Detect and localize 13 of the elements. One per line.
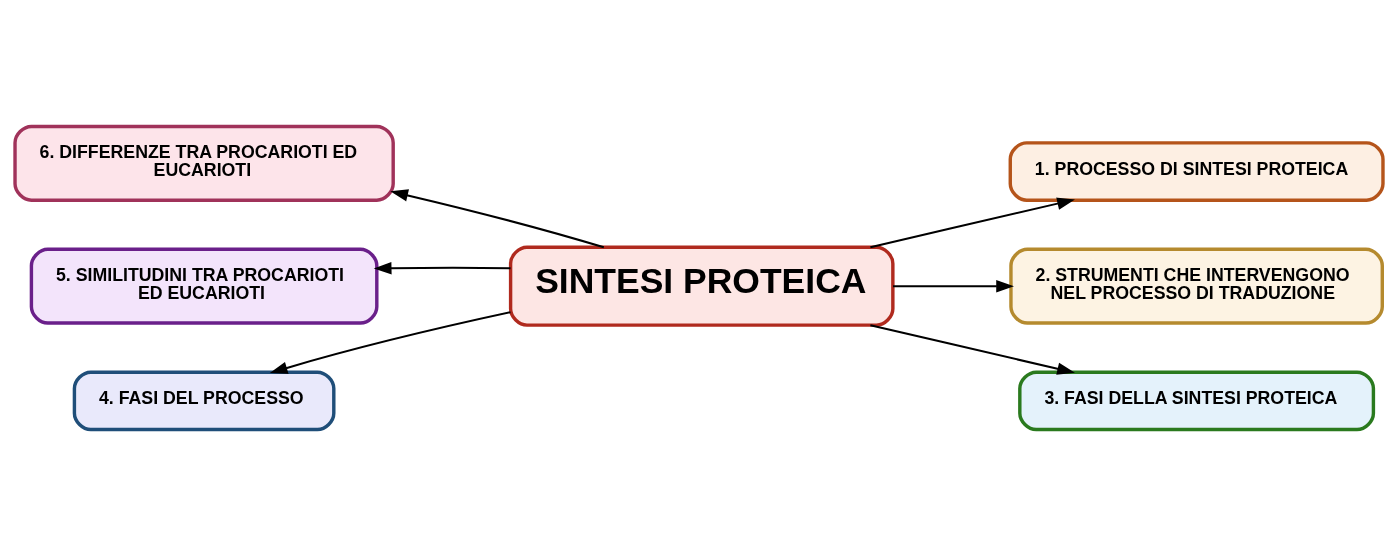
- node-box: 2. STRUMENTI CHE INTERVENGONO NEL PROCESSO DI TRADUZIONE: [1009, 247, 1384, 325]
- node-box: 5. SIMILITUDINI TRA PROCARIOTI ED EUCARIOTI: [29, 247, 379, 325]
- node-box: 1. PROCESSO DI SINTESI PROTEICA: [1008, 140, 1385, 202]
- node-box: SINTESI PROTEICA: [508, 245, 895, 327]
- arrow: [373, 261, 511, 274]
- arrow: [390, 188, 605, 248]
- arrow: [269, 310, 511, 374]
- arrow: [870, 323, 1075, 375]
- arrow: [893, 279, 1014, 292]
- node-box: 3. FASI DELLA SINTESI PROTEICA: [1018, 370, 1376, 431]
- node-box: 6. DIFFERENZE TRA PROCARIOTI ED EUCARIOTI: [13, 124, 395, 202]
- arrow: [870, 197, 1075, 248]
- node-box: 4. FASI DEL PROCESSO: [72, 370, 336, 431]
